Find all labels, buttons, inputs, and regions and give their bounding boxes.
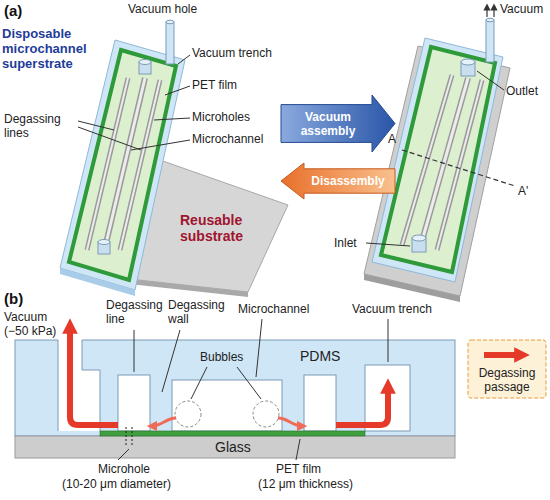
panel-label: (b) — [4, 290, 34, 308]
pressure-value: (−50 kPa) — [4, 324, 74, 338]
part-label: Vacuum trench — [352, 302, 444, 316]
assembled-chip — [364, 7, 515, 302]
part-label: Degassing lines — [4, 112, 76, 140]
port-label: Outlet — [506, 84, 548, 98]
part-title: Disposable microchannel superstrate — [2, 26, 102, 71]
port-label: Inlet — [334, 236, 366, 250]
block-arrow: Vacuum assembly — [280, 94, 396, 153]
port-label: Vacuum — [500, 2, 546, 16]
part-label: Vacuum hole — [128, 2, 218, 16]
material-label: PDMS — [300, 348, 350, 364]
legend-box — [468, 340, 546, 398]
leader-lines-a-right — [366, 71, 504, 246]
part-label: PET film — [192, 78, 262, 92]
pressure-label: Vacuum — [4, 310, 64, 324]
part-label: Degassing wall — [168, 298, 230, 326]
part-label: Microhole — [98, 462, 168, 476]
cross-section — [15, 326, 455, 458]
material-label: Glass — [215, 439, 265, 455]
part-label: Microholes — [192, 110, 272, 124]
panel-label: (a) — [4, 2, 34, 20]
part-label: Microchannel — [238, 302, 318, 316]
superstrate-left — [60, 20, 185, 296]
part-label: PET film — [276, 462, 336, 476]
part-label: Degassing line — [106, 298, 164, 326]
part-title: Reusable substrate — [180, 212, 264, 244]
section-mark: A — [388, 132, 402, 146]
leader-lines-a — [78, 55, 190, 150]
legend-text: Degassing passage — [470, 366, 544, 394]
part-label: Bubbles — [200, 350, 250, 364]
part-label: Microchannel — [192, 132, 277, 146]
block-arrow: Disassembly — [280, 162, 396, 200]
section-mark: A' — [518, 184, 546, 198]
block-arrow-outline — [281, 95, 395, 152]
leader-lines-b — [118, 319, 388, 460]
block-arrow-outline — [281, 163, 395, 199]
dimension-label: (12 μm thickness) — [258, 477, 368, 491]
legend-arrow-sample — [484, 352, 522, 358]
dimension-label: (10-20 μm diameter) — [62, 477, 192, 491]
arrow-text: Vacuum assembly — [288, 94, 368, 138]
part-label: Vacuum trench — [192, 46, 277, 60]
arrow-text: Disassembly — [308, 162, 388, 188]
